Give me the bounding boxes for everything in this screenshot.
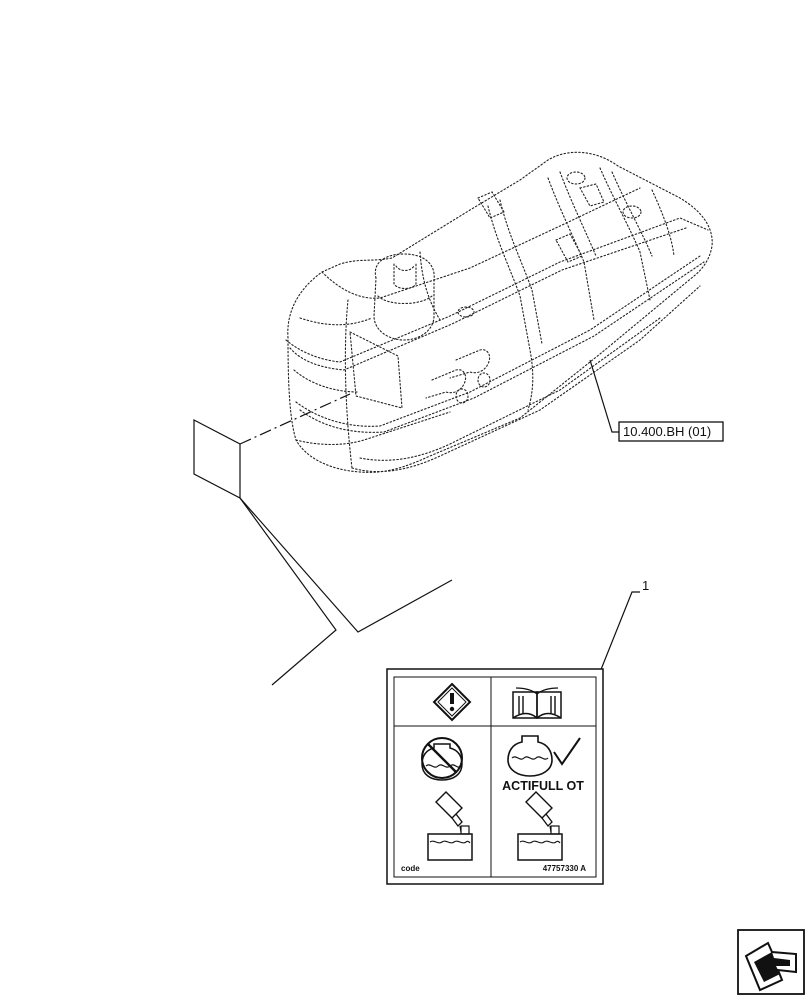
decal-label: ACTIFULL OT code 47757330 A [386,668,604,885]
decal-sheet [193,419,241,499]
decal-caption: ACTIFULL OT [502,779,584,793]
leader-line-inner [239,497,453,633]
tank-check-icon [507,735,581,777]
item-number: 1 [642,578,649,593]
tank-prohibited-icon [421,737,463,781]
item-callout: 1 [599,578,649,673]
placement-line [239,393,351,445]
fill-bottle-icon [427,791,473,861]
reference-box [618,421,724,442]
decal-placement [193,393,453,686]
decal-code-label: code [401,864,420,873]
item-leader [599,591,640,673]
decal-inner-border [393,676,597,878]
manual-book-icon [512,687,562,719]
reference-label[interactable]: 10.400.BH (01) [623,424,711,439]
decal-part-number: 47757330 A [543,864,587,873]
reference-callout[interactable]: 10.400.BH (01) [589,359,724,442]
tank-drawing [285,151,713,473]
reference-leader [589,359,620,433]
warning-icon [432,682,472,722]
leader-line-outer [239,497,337,686]
decal-outer-border [386,668,604,885]
fill-bottle-icon [517,791,563,861]
arrow-next-icon[interactable] [737,929,805,995]
